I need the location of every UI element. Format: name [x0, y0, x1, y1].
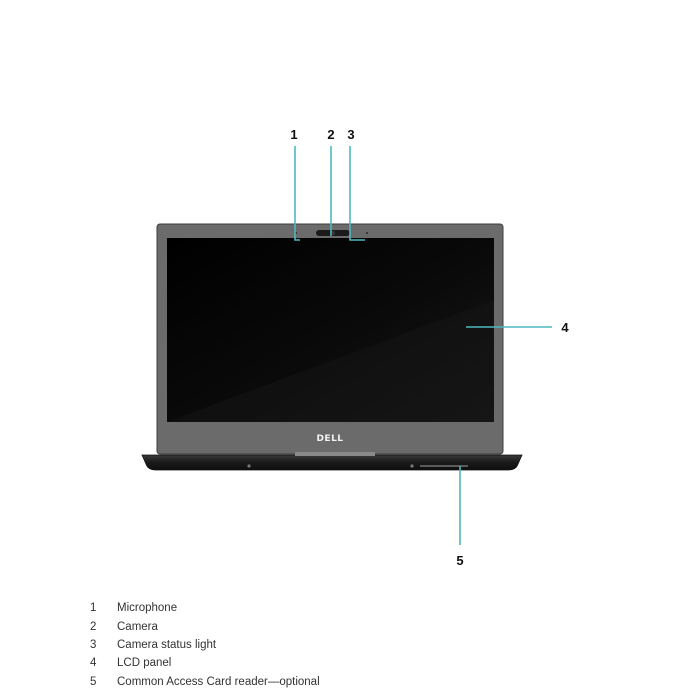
legend-label: LCD panel	[117, 657, 172, 670]
legend-item: 1 Microphone	[90, 599, 610, 617]
callout-5: 5	[456, 553, 463, 568]
legend-number: 3	[90, 638, 97, 651]
legend-item: 4 LCD panel	[90, 654, 610, 672]
callout-1: 1	[290, 127, 297, 142]
callout-3: 3	[347, 127, 354, 142]
legend-label: Camera	[117, 620, 158, 633]
base-mic-left-icon	[247, 464, 251, 468]
leader-line-3	[349, 146, 365, 241]
callout-2: 2	[327, 127, 334, 142]
legend-label: Common Access Card reader—optional	[117, 675, 320, 688]
laptop-base	[141, 454, 523, 471]
legend-item: 2 Camera	[90, 617, 610, 635]
hinge-strip	[295, 452, 375, 456]
card-reader-slot-icon	[420, 465, 468, 467]
legend-number: 5	[90, 675, 97, 688]
legend-number: 4	[90, 657, 97, 670]
base-mic-right-icon	[410, 464, 414, 468]
camera-icon	[331, 231, 335, 235]
leader-lines	[294, 146, 552, 545]
laptop-front-diagram: DELL 1 2 3 4 5	[141, 127, 569, 568]
legend-label: Camera status light	[117, 638, 217, 651]
dell-logo: DELL	[316, 434, 343, 444]
legend-list: 1 Microphone 2 Camera 3 Camera status li…	[90, 599, 610, 691]
legend-number: 1	[90, 602, 97, 615]
leader-line-1	[294, 146, 300, 241]
legend-number: 2	[90, 620, 97, 633]
legend-item: 5 Common Access Card reader—optional	[90, 673, 610, 691]
screen-reflection	[167, 300, 494, 422]
legend-item: 3 Camera status light	[90, 636, 610, 654]
legend-label: Microphone	[117, 602, 178, 615]
callout-4: 4	[561, 320, 569, 335]
camera-status-light-icon	[366, 232, 368, 234]
